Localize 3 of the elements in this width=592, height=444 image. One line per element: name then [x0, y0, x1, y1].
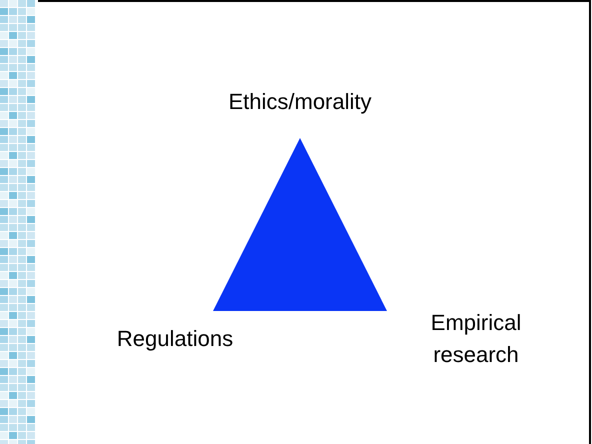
corner-label: Ethics/morality [227, 88, 373, 116]
corner-label: Empirical research [430, 309, 522, 369]
corner-label: Regulations [116, 325, 234, 353]
